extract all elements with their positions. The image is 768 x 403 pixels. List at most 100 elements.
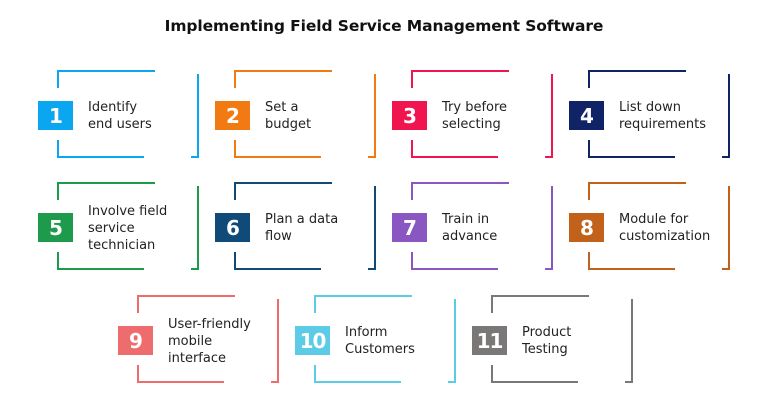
diagram-title: Implementing Field Service Management So… xyxy=(164,17,604,35)
step-number-badge: 10 xyxy=(295,326,330,355)
step-label-line: interface xyxy=(168,350,226,366)
bracket-top-line xyxy=(234,182,332,184)
step-label-line: customization xyxy=(619,229,711,244)
step-label-line: flow xyxy=(265,229,292,244)
bracket-left-lower xyxy=(588,252,590,270)
bracket-bottom-line xyxy=(57,156,144,158)
bracket-right-hook xyxy=(191,268,199,270)
step-label-line: Set a xyxy=(265,100,299,115)
bracket-left-upper xyxy=(57,70,59,88)
step-label-line: selecting xyxy=(442,117,501,132)
bracket-right-line xyxy=(631,299,633,383)
step-label: List down requirements xyxy=(619,70,729,162)
step-label-line: mobile xyxy=(168,333,213,349)
step-label-line: technician xyxy=(88,237,156,253)
bracket-right-line xyxy=(728,186,730,270)
bracket-right-line xyxy=(454,299,456,383)
bracket-right-hook xyxy=(271,381,279,383)
bracket-top-line xyxy=(57,182,155,184)
step-number-badge: 3 xyxy=(392,101,427,130)
bracket-left-upper xyxy=(411,70,413,88)
bracket-right-line xyxy=(197,186,199,270)
step-number-badge: 2 xyxy=(215,101,250,130)
step-label-line: Plan a data xyxy=(265,212,339,227)
bracket-right-hook xyxy=(191,156,199,158)
bracket-bottom-line xyxy=(314,381,401,383)
bracket-left-upper xyxy=(234,70,236,88)
step-label-line: Testing xyxy=(522,342,568,357)
step-label-line: List down xyxy=(619,100,681,115)
bracket-top-line xyxy=(314,295,412,297)
step-label-line: budget xyxy=(265,117,312,132)
bracket-left-upper xyxy=(314,295,316,313)
bracket-left-upper xyxy=(234,182,236,200)
bracket-left-lower xyxy=(588,140,590,158)
bracket-right-hook xyxy=(722,268,730,270)
step-label-line: Train in xyxy=(442,212,490,227)
bracket-left-lower xyxy=(234,140,236,158)
bracket-top-line xyxy=(491,295,589,297)
step-number-badge: 4 xyxy=(569,101,604,130)
step-label: Module for customization xyxy=(619,182,729,274)
step-number-badge: 8 xyxy=(569,213,604,242)
step-label-line: Try before xyxy=(442,100,508,115)
step-label-line: Identify xyxy=(88,100,138,115)
bracket-left-lower xyxy=(491,365,493,383)
bracket-right-hook xyxy=(368,156,376,158)
step-label-line: Inform xyxy=(345,325,388,340)
bracket-right-line xyxy=(197,74,199,158)
bracket-bottom-line xyxy=(491,381,578,383)
bracket-right-hook xyxy=(545,156,553,158)
step-label-line: Customers xyxy=(345,342,415,357)
bracket-right-hook xyxy=(448,381,456,383)
step-number-badge: 1 xyxy=(38,101,73,130)
bracket-right-line xyxy=(728,74,730,158)
step-label: Set a budget xyxy=(265,70,375,162)
bracket-left-lower xyxy=(411,252,413,270)
step-label-line: Module for xyxy=(619,212,689,227)
bracket-right-hook xyxy=(722,156,730,158)
bracket-top-line xyxy=(588,70,686,72)
bracket-left-upper xyxy=(588,182,590,200)
bracket-left-lower xyxy=(137,365,139,383)
step-card-3: 3 Try before selecting xyxy=(392,70,557,162)
step-card-2: 2 Set a budget xyxy=(215,70,380,162)
bracket-left-upper xyxy=(57,182,59,200)
bracket-left-upper xyxy=(588,70,590,88)
bracket-bottom-line xyxy=(411,156,498,158)
bracket-right-line xyxy=(551,186,553,270)
step-label: Plan a data flow xyxy=(265,182,375,274)
step-label-line: Involve field xyxy=(88,203,168,219)
bracket-top-line xyxy=(57,70,155,72)
bracket-left-lower xyxy=(57,140,59,158)
bracket-right-hook xyxy=(545,268,553,270)
step-label: Try before selecting xyxy=(442,70,552,162)
bracket-right-line xyxy=(374,74,376,158)
bracket-left-lower xyxy=(234,252,236,270)
bracket-bottom-line xyxy=(234,156,321,158)
step-label-line: advance xyxy=(442,229,498,244)
bracket-top-line xyxy=(137,295,235,297)
bracket-top-line xyxy=(588,182,686,184)
bracket-right-line xyxy=(551,74,553,158)
bracket-bottom-line xyxy=(588,156,675,158)
step-label-line: service xyxy=(88,220,135,236)
bracket-right-hook xyxy=(368,268,376,270)
step-label: Train in advance xyxy=(442,182,552,274)
step-label-line: requirements xyxy=(619,117,706,132)
bracket-top-line xyxy=(411,70,509,72)
bracket-left-upper xyxy=(411,182,413,200)
step-number-badge: 5 xyxy=(38,213,73,242)
bracket-bottom-line xyxy=(137,381,224,383)
bracket-top-line xyxy=(411,182,509,184)
